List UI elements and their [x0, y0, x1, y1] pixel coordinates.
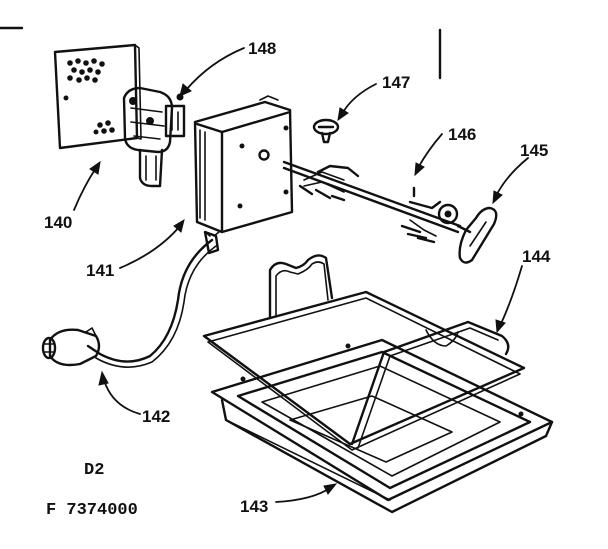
callout-148: 148 [248, 39, 276, 58]
callout-142: 142 [142, 407, 170, 426]
leader-147 [341, 83, 377, 115]
screw-147 [312, 118, 340, 144]
power-cord-142 [41, 230, 220, 368]
figure-number: F 7374000 [46, 501, 138, 520]
callout-141: 141 [86, 261, 114, 280]
leader-148 [185, 47, 245, 91]
leader-140 [73, 167, 97, 211]
spit-rod-146 [282, 160, 462, 244]
callout-147: 147 [382, 73, 410, 92]
sheet-code: D2 [84, 461, 104, 480]
mounting-bracket-148 [122, 86, 186, 188]
callout-140: 140 [44, 213, 72, 232]
leader-144 [499, 265, 523, 327]
leader-141 [119, 225, 181, 269]
motor-141 [193, 95, 294, 234]
callout-144: 144 [522, 247, 551, 266]
leader-143 [275, 487, 331, 503]
leader-lines [73, 47, 529, 503]
leader-142 [103, 379, 141, 415]
roasting-rack-144 [202, 254, 526, 451]
leader-145 [495, 157, 529, 197]
callout-145: 145 [520, 141, 548, 160]
mounting-plate-140 [53, 43, 142, 150]
spit-handle-145 [456, 206, 498, 264]
leader-146 [417, 133, 443, 169]
callout-146: 146 [448, 125, 476, 144]
drip-pan-143 [210, 338, 554, 514]
callout-143: 143 [240, 497, 268, 516]
